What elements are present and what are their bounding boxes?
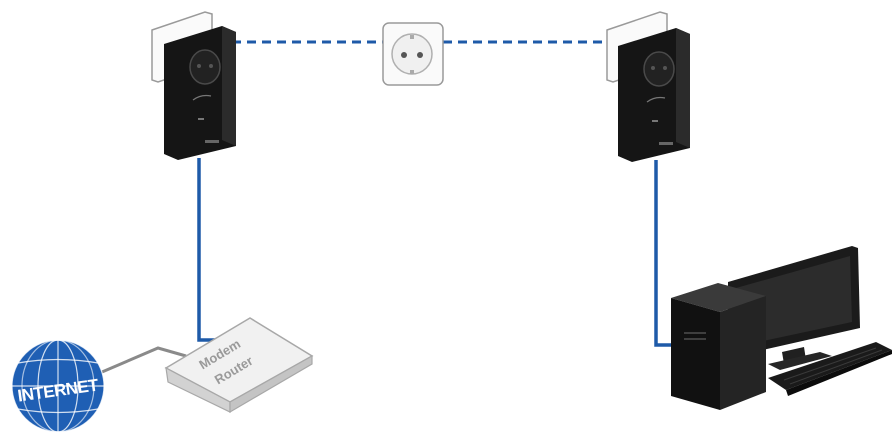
ethernet-cable-right bbox=[654, 160, 676, 347]
keyboard bbox=[768, 342, 892, 396]
powerline-adapter-left bbox=[151, 11, 236, 160]
wall-socket-icon bbox=[382, 22, 444, 86]
desktop-computer bbox=[671, 246, 892, 410]
powerline-adapter-icon bbox=[606, 11, 690, 162]
ethernet-cable-left bbox=[197, 158, 245, 342]
internet-cable bbox=[101, 346, 187, 374]
powerline-adapter-icon bbox=[151, 11, 236, 160]
desktop-computer-icon bbox=[671, 246, 892, 410]
modem-router: Modem Router bbox=[164, 317, 314, 414]
internet-globe: INTERNET bbox=[11, 339, 105, 433]
pc-tower bbox=[671, 283, 766, 410]
powerline-adapter-right bbox=[606, 11, 690, 162]
wall-socket bbox=[382, 22, 444, 86]
internet-globe-icon bbox=[11, 339, 105, 433]
modem-router-icon bbox=[164, 317, 314, 414]
